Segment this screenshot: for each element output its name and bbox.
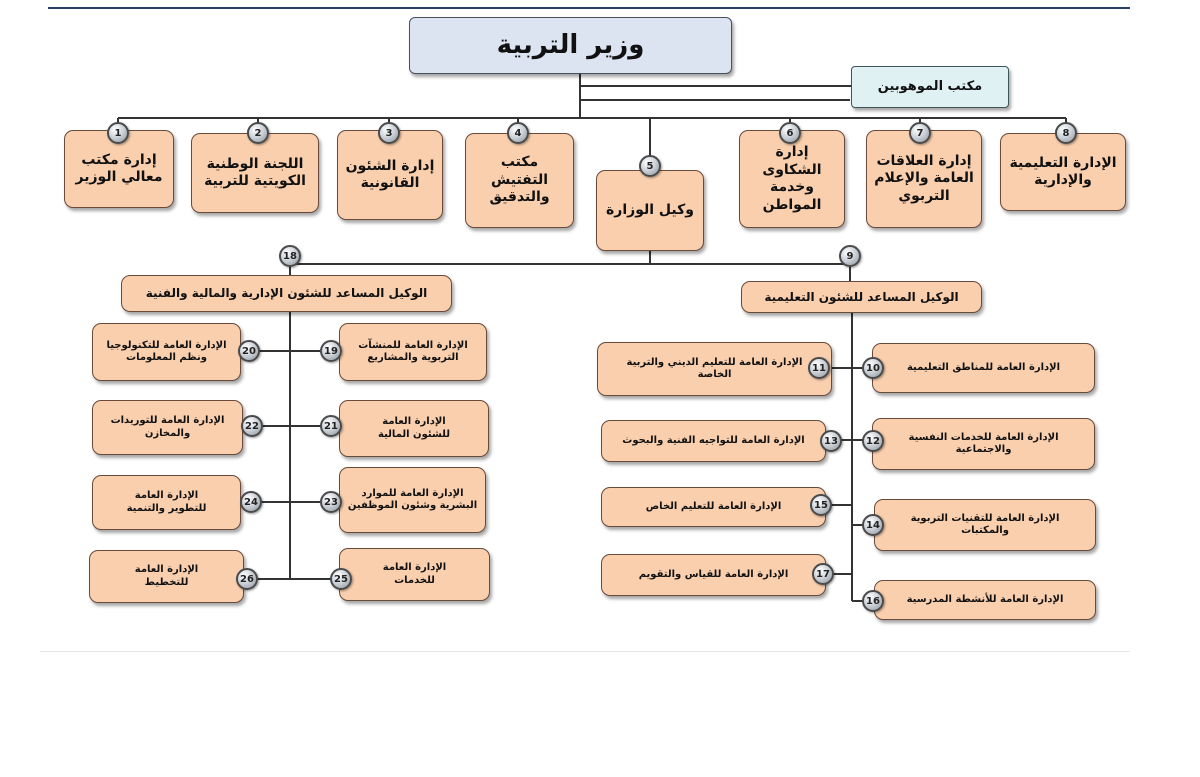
unit-number-4: 4	[507, 122, 529, 144]
dept-number-17: 17	[812, 563, 834, 585]
dept-number-25: 25	[330, 568, 352, 590]
unit-number-3: 3	[378, 122, 400, 144]
unit-box-5: وكيل الوزارة	[596, 170, 704, 251]
dept-box-25: الإدارة العامة للخدمات	[339, 548, 490, 601]
assistant-box-admin: الوكيل المساعد للشئون الإدارية والمالية …	[121, 275, 452, 312]
header-rule	[48, 7, 1130, 9]
dept-box-20: الإدارة العامة للتكنولوجيا ونظم المعلوما…	[92, 323, 241, 381]
dept-box-19: الإدارة العامة للمنشآت التربوية والمشاري…	[339, 323, 487, 381]
dept-number-20: 20	[238, 340, 260, 362]
dept-number-21: 21	[320, 415, 342, 437]
dept-number-14: 14	[862, 514, 884, 536]
unit-number-5: 5	[639, 155, 661, 177]
unit-box-2: اللجنة الوطنية الكويتية للتربية	[191, 133, 319, 213]
unit-box-3: إدارة الشئون القانونية	[337, 130, 443, 220]
assistant-number-18: 18	[279, 245, 301, 267]
unit-number-1: 1	[107, 122, 129, 144]
dept-box-13: الإدارة العامة للتواجيه الفنية والبحوث	[601, 420, 826, 462]
dept-number-15: 15	[810, 494, 832, 516]
unit-box-4: مكتب التفتيش والتدقيق	[465, 133, 574, 228]
unit-box-7: إدارة العلاقات العامة والإعلام التربوي	[866, 130, 982, 228]
dept-box-11: الإدارة العامة للتعليم الديني والتربية ا…	[597, 342, 832, 396]
dept-number-26: 26	[236, 568, 258, 590]
unit-number-2: 2	[247, 122, 269, 144]
dept-box-15: الإدارة العامة للتعليم الخاص	[601, 487, 826, 527]
unit-box-8: الإدارة التعليمية والإدارية	[1000, 133, 1126, 211]
gifted-office-box: مكتب الموهوبين	[851, 66, 1009, 108]
dept-box-10: الإدارة العامة للمناطق التعليمية	[872, 343, 1095, 393]
minister-box: وزير التربية	[409, 17, 732, 74]
unit-box-6: إدارة الشكاوى وخدمة المواطن	[739, 130, 845, 228]
dept-number-23: 23	[320, 491, 342, 513]
dept-box-26: الإدارة العامة للتخطيط	[89, 550, 244, 603]
dept-number-10: 10	[862, 357, 884, 379]
assistant-box-edu: الوكيل المساعد للشئون التعليمية	[741, 281, 982, 313]
dept-number-11: 11	[808, 357, 830, 379]
unit-number-7: 7	[909, 122, 931, 144]
dept-box-22: الإدارة العامة للتوريدات والمخازن	[92, 400, 243, 455]
dept-number-19: 19	[320, 340, 342, 362]
dept-number-24: 24	[240, 491, 262, 513]
dept-box-14: الإدارة العامة للتقنيات التربوية والمكتب…	[874, 499, 1096, 551]
dept-box-24: الإدارة العامة للتطوير والتنمية	[92, 475, 241, 530]
dept-box-23: الإدارة العامة للموارد البشرية وشئون الم…	[339, 467, 486, 533]
dept-box-17: الإدارة العامة للقياس والتقويم	[601, 554, 826, 596]
dept-box-12: الإدارة العامة للخدمات النفسية والاجتماع…	[872, 418, 1095, 470]
dept-number-13: 13	[820, 430, 842, 452]
dept-box-16: الإدارة العامة للأنشطة المدرسية	[874, 580, 1096, 620]
dept-number-12: 12	[862, 430, 884, 452]
unit-number-6: 6	[779, 122, 801, 144]
dept-number-22: 22	[241, 415, 263, 437]
unit-number-8: 8	[1055, 122, 1077, 144]
footer-rule	[40, 651, 1130, 652]
dept-box-21: الإدارة العامة للشئون المالية	[339, 400, 489, 457]
assistant-number-9: 9	[839, 245, 861, 267]
dept-number-16: 16	[862, 590, 884, 612]
